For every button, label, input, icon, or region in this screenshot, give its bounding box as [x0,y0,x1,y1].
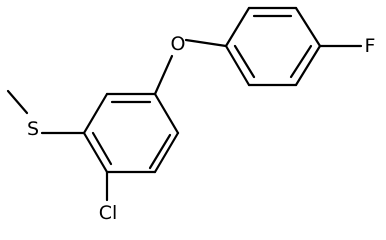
bond-ring2-3 [294,6,322,48]
sulfur-label: S [27,118,39,140]
bond-ring1-5 [82,92,109,135]
bond-ring1-2-inner [148,133,172,170]
left-benzene-ring [82,92,180,174]
bond-ring1-2 [153,131,180,174]
bond-ring2-6 [224,44,251,87]
bond-ring2-6-inner [233,44,256,79]
chlorine-label: Cl [99,202,118,224]
oxygen-label: O [171,33,186,55]
fluorine-label: F [365,35,376,57]
structure-canvas: O F S Cl [6,6,376,224]
bond-oxygen-ring2 [184,38,228,48]
bond-ring1-oxygen [153,54,174,96]
bond-ring1-4-inner [91,131,113,166]
bond-sulfur-methyl [6,89,29,115]
structure-svg: O F S Cl [6,6,376,224]
bond-ring1-4 [82,131,109,174]
bond-ring2-4 [294,44,322,87]
right-benzene-ring [224,6,322,87]
bond-ring1-1 [153,92,180,135]
bond-ring2-4-inner [289,44,313,79]
bond-ring2-1 [224,6,251,48]
